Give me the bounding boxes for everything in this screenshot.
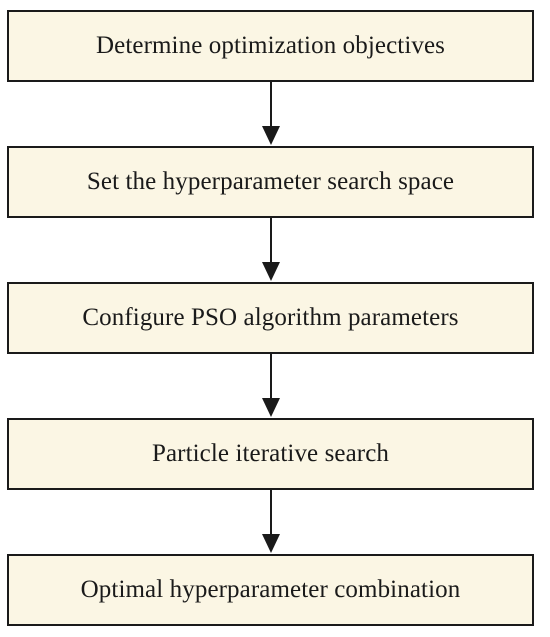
arrow-1 — [262, 82, 280, 145]
step-optimal-combination: Optimal hyperparameter combination — [7, 554, 534, 626]
arrow-2 — [262, 218, 280, 281]
step-determine-objectives: Determine optimization objectives — [7, 10, 534, 82]
step-label: Particle iterative search — [151, 440, 390, 467]
arrow-4 — [262, 490, 280, 553]
step-configure-pso: Configure PSO algorithm parameters — [7, 282, 534, 354]
step-particle-search: Particle iterative search — [7, 418, 534, 490]
step-label: Determine optimization objectives — [95, 32, 446, 59]
step-set-search-space: Set the hyperparameter search space — [7, 146, 534, 218]
step-label: Configure PSO algorithm parameters — [82, 304, 459, 331]
step-label: Optimal hyperparameter combination — [80, 576, 461, 603]
step-label: Set the hyperparameter search space — [86, 168, 455, 195]
arrow-3 — [262, 354, 280, 417]
